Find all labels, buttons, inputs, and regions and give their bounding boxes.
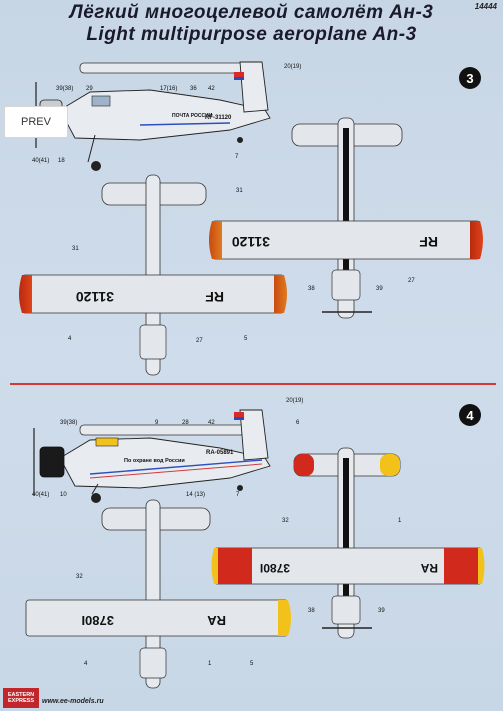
- scheme-badge-3: 3: [459, 67, 481, 89]
- upper-wing-side: [79, 62, 246, 74]
- svg-text:14 (13): 14 (13): [186, 492, 205, 498]
- svg-text:3780I: 3780I: [260, 561, 290, 575]
- svg-text:32: 32: [76, 574, 83, 580]
- svg-text:31: 31: [236, 188, 243, 194]
- svg-text:RA: RA: [420, 561, 438, 575]
- fin-side: [239, 61, 269, 113]
- svg-text:27: 27: [196, 338, 203, 344]
- title-russian: Лёгкий многоцелевой самолёт Ан-3: [69, 2, 434, 23]
- wingtip-left: [19, 275, 32, 313]
- red-panel-right: [444, 548, 478, 584]
- title-english: Light multipurpose aeroplane An-3: [86, 24, 417, 45]
- svg-text:7: 7: [235, 154, 239, 160]
- svg-text:1: 1: [398, 518, 402, 524]
- svg-text:10: 10: [60, 492, 67, 498]
- red-panel-left: [218, 548, 252, 584]
- side-registration-3: RF-31120: [205, 115, 232, 121]
- yellow-cockpit-top: [95, 437, 119, 447]
- svg-text:7: 7: [236, 492, 240, 498]
- section-divider: [10, 383, 496, 385]
- top-view-scheme-4: 3780I RA 32 4 1 5: [25, 499, 291, 689]
- svg-text:39: 39: [378, 608, 385, 614]
- wing-code-4: RA: [207, 613, 226, 628]
- wingtip-right: [274, 275, 287, 313]
- flag-marking: [234, 72, 244, 77]
- svg-text:39(38): 39(38): [60, 420, 77, 426]
- side-registration-4: RA-05891: [206, 450, 234, 456]
- svg-text:17(16): 17(16): [160, 86, 177, 92]
- wing-registration-4: 3780I: [81, 613, 114, 628]
- svg-text:1: 1: [208, 661, 212, 667]
- prev-button[interactable]: PREV: [4, 106, 68, 138]
- svg-text:36: 36: [190, 86, 197, 92]
- svg-text:42: 42: [208, 420, 215, 426]
- svg-text:38: 38: [308, 286, 315, 292]
- lower-wing-top: [21, 274, 285, 314]
- svg-text:RF: RF: [419, 234, 438, 250]
- svg-text:39(38): 39(38): [56, 86, 73, 92]
- svg-text:40(41): 40(41): [32, 492, 49, 498]
- engine-cowling-black: [39, 446, 65, 478]
- top-view-scheme-3: 31120 RF 31 4 27 5: [19, 174, 287, 376]
- svg-text:32: 32: [282, 518, 289, 524]
- kit-number: 14444: [474, 2, 497, 11]
- svg-text:27: 27: [408, 278, 415, 284]
- svg-text:42: 42: [208, 86, 215, 92]
- svg-text:38: 38: [308, 608, 315, 614]
- svg-text:28: 28: [182, 420, 189, 426]
- underside-view-scheme-4: 3780I RA 32 1 38 39: [211, 447, 485, 639]
- side-text-3: ПОЧТА РОССИИ: [172, 113, 213, 119]
- tail-wheel: [237, 137, 243, 143]
- svg-text:6: 6: [296, 420, 300, 426]
- svg-text:20(19): 20(19): [284, 64, 301, 70]
- svg-text:18: 18: [58, 158, 65, 164]
- svg-text:40(41): 40(41): [32, 158, 49, 164]
- svg-text:29: 29: [86, 86, 93, 92]
- footer-url: www.ee-models.ru: [42, 698, 104, 705]
- svg-text:4: 4: [84, 661, 88, 667]
- scheme-badge-4: 4: [459, 404, 481, 426]
- svg-text:31120: 31120: [232, 234, 270, 250]
- side-view-scheme-4: По охране вод России RA-05891 39(38) 9 2…: [32, 398, 303, 503]
- wing-registration-3: 31120: [76, 289, 114, 305]
- fuselage-side: [59, 89, 271, 141]
- svg-text:5: 5: [250, 661, 254, 667]
- wing-code-3: RF: [205, 289, 224, 305]
- underside-view-scheme-3: 31120 RF 31 27 38 39: [209, 117, 483, 319]
- svg-text:20(19): 20(19): [286, 398, 303, 404]
- svg-text:31: 31: [72, 246, 79, 252]
- publisher-logo: EASTERN EXPRESS: [3, 688, 39, 708]
- svg-text:9: 9: [155, 420, 159, 426]
- svg-text:39: 39: [376, 286, 383, 292]
- main-wheel: [91, 161, 101, 171]
- svg-text:4: 4: [68, 336, 72, 342]
- wingtip-yellow: [278, 600, 291, 636]
- side-view-scheme-3: ПОЧТА РОССИИ RF-31120 39(38) 29 17(16) 3…: [32, 61, 301, 171]
- svg-text:5: 5: [244, 336, 248, 342]
- side-text-4: По охране вод России: [124, 458, 185, 464]
